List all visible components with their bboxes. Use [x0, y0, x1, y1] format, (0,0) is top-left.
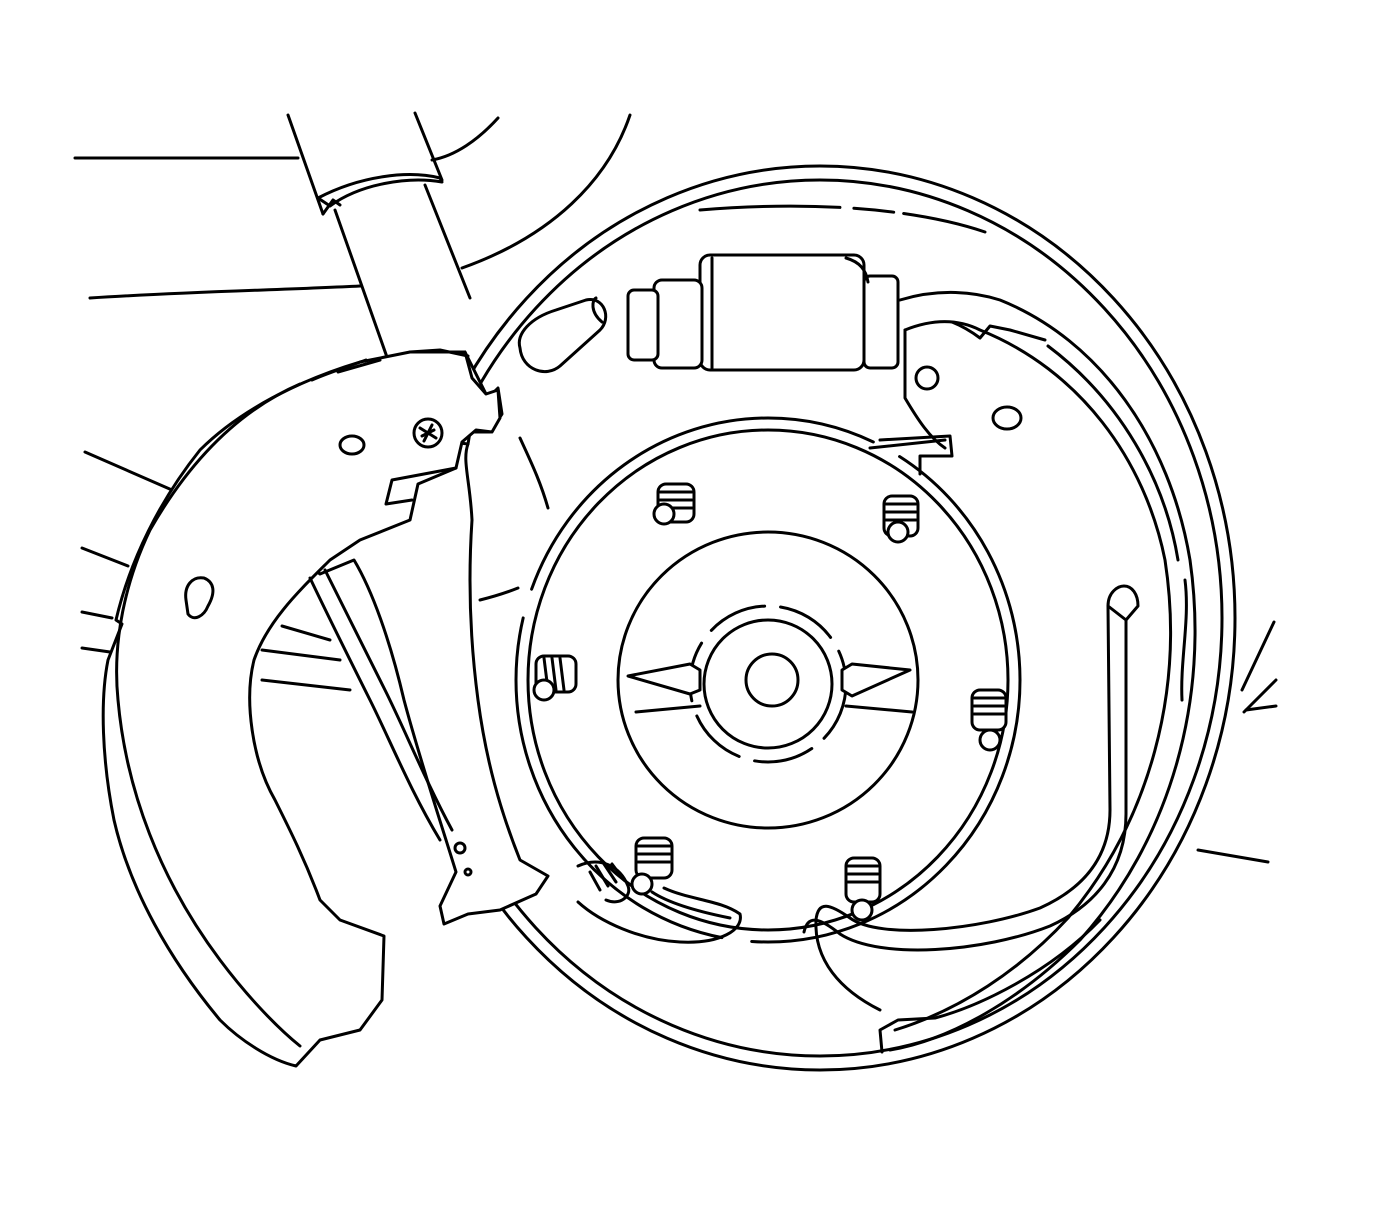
- wheel-stud: [844, 856, 882, 922]
- wheel-studs: [532, 482, 1008, 922]
- axle-hub: [514, 416, 1022, 944]
- wheel-stud: [630, 836, 674, 896]
- trailing-brake-shoe: [868, 290, 1197, 1054]
- wheel-stud: [652, 482, 696, 526]
- upper-spring: [517, 296, 608, 374]
- wheel-stud: [532, 654, 578, 702]
- wheel-stud: [970, 688, 1008, 752]
- strut: [286, 111, 472, 362]
- wheel-cylinder: [626, 253, 900, 372]
- vehicle-frame-lines: [73, 113, 1278, 864]
- adjuster-spring: [576, 860, 742, 944]
- inner-linkage: [260, 568, 454, 842]
- wheel-stud: [882, 494, 920, 544]
- leading-brake-shoe: [101, 348, 502, 1068]
- park-brake-cable: [802, 584, 1140, 1012]
